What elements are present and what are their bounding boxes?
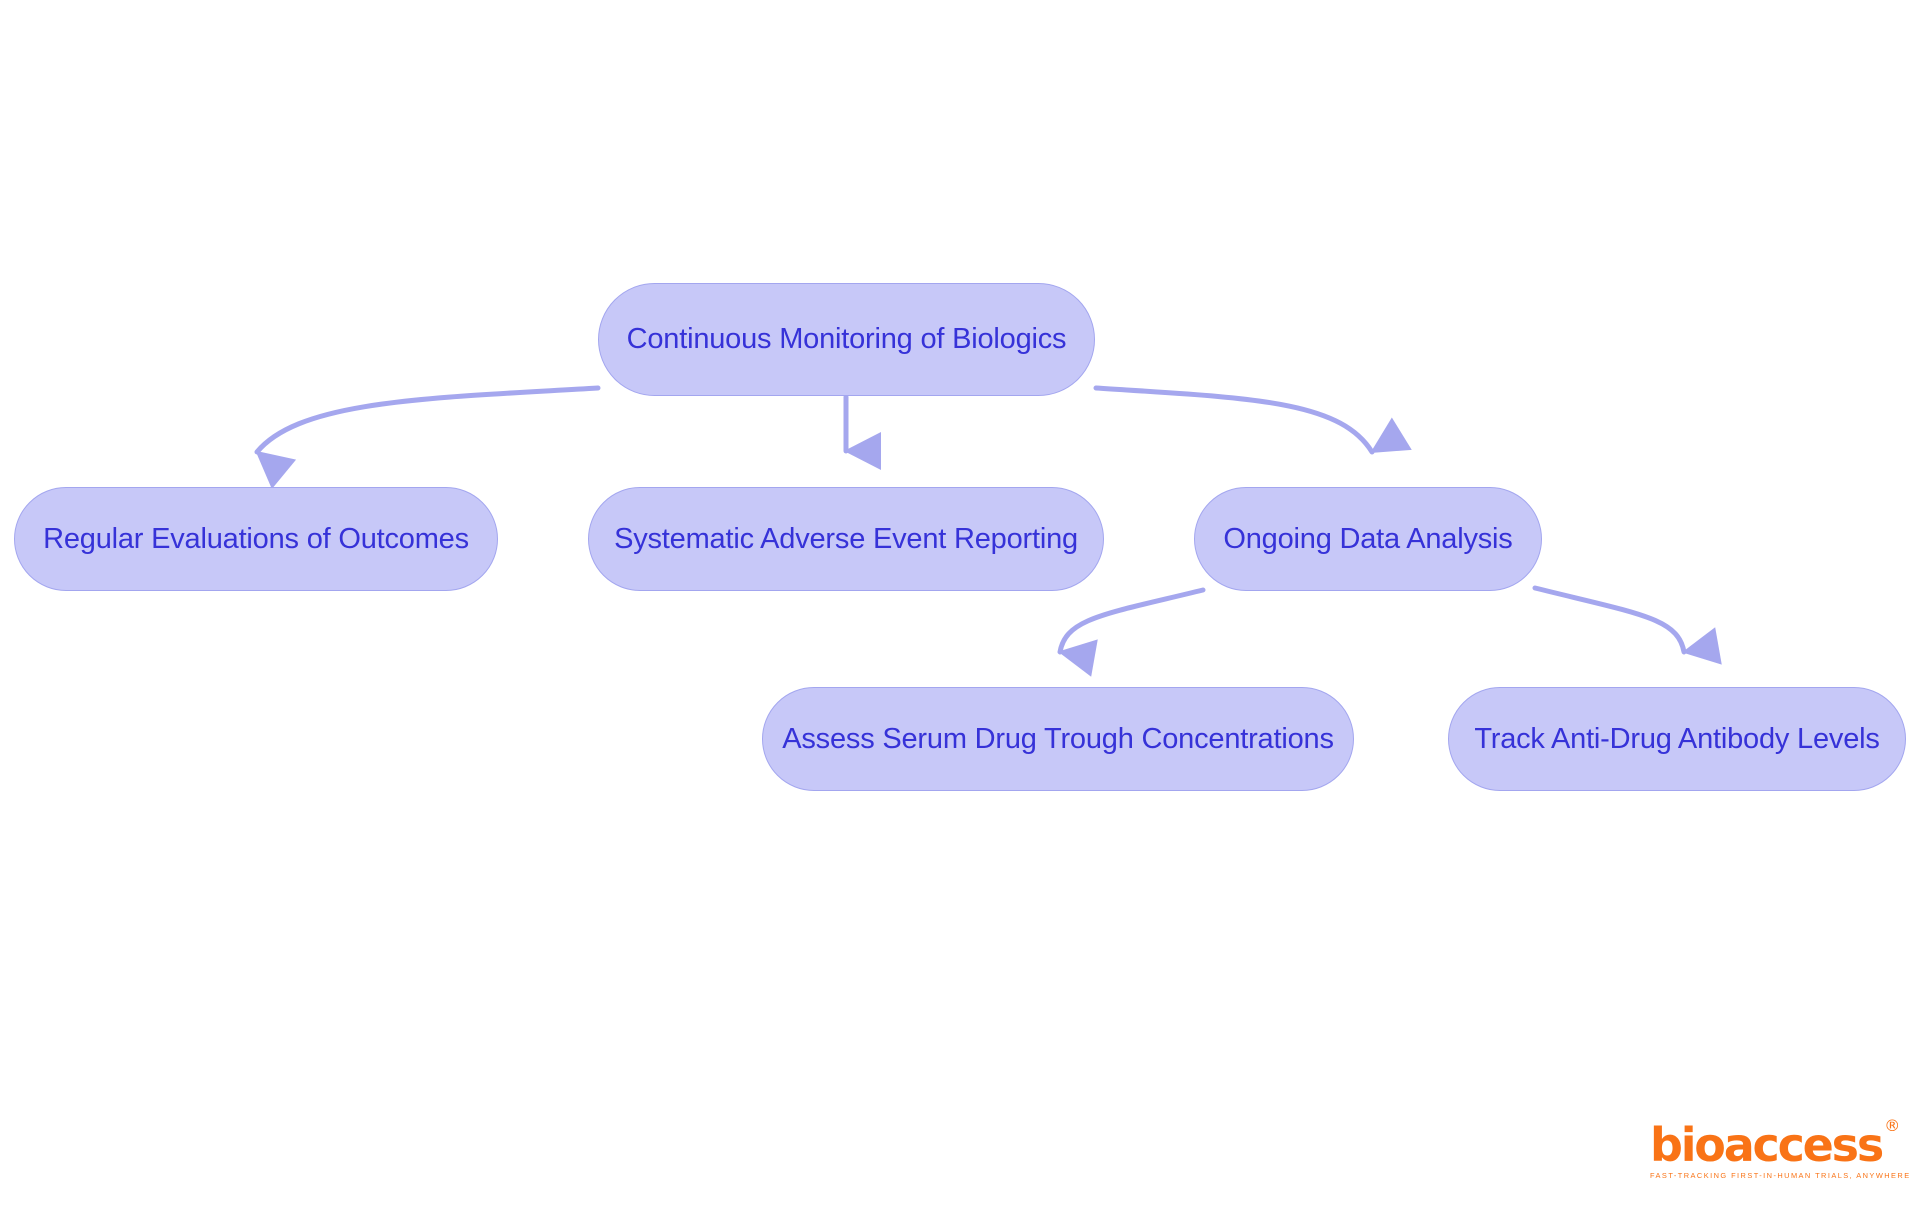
node-label: Regular Evaluations of Outcomes (43, 522, 469, 555)
node-label: Assess Serum Drug Trough Concentrations (782, 722, 1334, 755)
node-ongoing-data-analysis[interactable]: Ongoing Data Analysis (1194, 487, 1542, 591)
node-assess-serum-drug-trough-concentrations[interactable]: Assess Serum Drug Trough Concentrations (762, 687, 1354, 791)
edge-root-to-regular (254, 385, 601, 489)
edge-ongoing-to-serum (1057, 587, 1206, 677)
logo-wordmark-text: bioaccess ® (1650, 1118, 1900, 1169)
edge-ongoing-to-antibody (1532, 585, 1722, 665)
node-track-anti-drug-antibody-levels[interactable]: Track Anti-Drug Antibody Levels (1448, 687, 1906, 791)
node-label: Ongoing Data Analysis (1223, 522, 1513, 555)
node-label: Continuous Monitoring of Biologics (626, 323, 1067, 355)
bioaccess-logo: bioaccess ® FAST-TRACKING FIRST-IN-HUMAN… (1650, 1118, 1911, 1180)
node-label: Track Anti-Drug Antibody Levels (1474, 722, 1880, 755)
node-regular-evaluations-of-outcomes[interactable]: Regular Evaluations of Outcomes (14, 487, 498, 591)
node-continuous-monitoring-of-biologics[interactable]: Continuous Monitoring of Biologics (598, 283, 1095, 396)
registered-trademark-icon: ® (1884, 1116, 1900, 1135)
node-label: Systematic Adverse Event Reporting (614, 522, 1078, 555)
logo-wordmark-label: bioaccess (1650, 1118, 1884, 1172)
edge-root-to-ongoing (1093, 385, 1412, 455)
logo-tagline: FAST-TRACKING FIRST-IN-HUMAN TRIALS, ANY… (1650, 1171, 1911, 1180)
node-systematic-adverse-event-reporting[interactable]: Systematic Adverse Event Reporting (588, 487, 1104, 591)
